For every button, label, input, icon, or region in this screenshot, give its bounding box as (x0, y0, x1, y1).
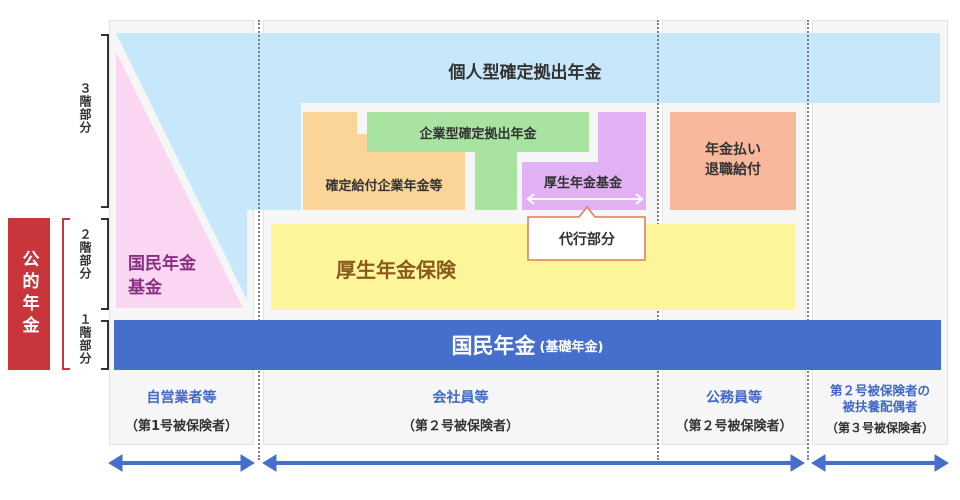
category-dependent-spouse-sub: （第３号被保険者） (825, 420, 934, 435)
category-public-servants: 公務員等 （第２号被保険者） (662, 380, 806, 440)
kosei-nenkin-label: 厚生年金保険 (336, 258, 456, 282)
tier2-label: ２階部分 (78, 228, 92, 280)
corporate-dc-shape-svg (367, 112, 589, 210)
range-arrows-svg (108, 454, 949, 472)
substitute-range-arrow (526, 193, 644, 205)
category-self-employed-title: 自営業者等 (146, 389, 217, 406)
ideco-label: 個人型確定拠出年金 (448, 62, 602, 83)
national-pension-fund-triangle (116, 52, 243, 308)
pension-fund-shape-svg (522, 112, 646, 210)
tier1-label: １階部分 (78, 313, 92, 365)
tier3-bracket (101, 34, 109, 208)
kokumin-nenkin-label-wrap: 国民年金 (基礎年金) (114, 320, 941, 370)
retirement-benefit-label: 年金払い 退職給付 (705, 142, 761, 178)
tier1-bracket (101, 320, 109, 370)
public-pension-bracket (62, 218, 70, 370)
divider-1 (258, 20, 260, 460)
range-arrow-employees (262, 454, 805, 472)
category-self-employed: 自営業者等 （第1号被保険者） (109, 380, 254, 440)
public-pension-label: 公的年金 (8, 218, 50, 370)
pension-fund-label: 厚生年金基金 (543, 175, 622, 191)
category-company-employees-title: 会社員等 (432, 389, 489, 406)
category-public-servants-sub: （第２号被保険者） (675, 418, 793, 434)
ideco-band (116, 33, 940, 300)
substitute-label: 代行部分 (559, 232, 615, 248)
tier3-label: ３階部分 (78, 82, 92, 134)
category-company-employees-sub: （第２号被保険者） (401, 418, 519, 434)
kokumin-nenkin-sub: (基礎年金) (539, 339, 604, 355)
kokumin-nenkin-bar (114, 320, 941, 370)
category-self-employed-sub: （第1号被保険者） (124, 418, 239, 434)
divider-3 (807, 20, 809, 460)
db-label: 確定給付企業年金等 (325, 178, 443, 194)
range-arrow-dependent-spouse (811, 454, 949, 472)
national-pension-fund-label: 国民年金 基金 (128, 254, 196, 298)
substitute-callout-svg (527, 205, 646, 261)
category-company-employees: 会社員等 （第２号被保険者） (263, 380, 658, 440)
retirement-benefit-block (670, 112, 796, 210)
tier2-bracket (101, 218, 109, 310)
category-dependent-spouse-title: 第２号被保険者の 被扶養配偶者 (829, 382, 930, 414)
corporate-dc-label: 企業型確定拠出年金 (419, 126, 537, 142)
category-dependent-spouse: 第２号被保険者の 被扶養配偶者 （第３号被保険者） (812, 374, 948, 444)
kokumin-nenkin-label: 国民年金 (451, 334, 536, 358)
range-arrow-self-employed (108, 454, 255, 472)
category-public-servants-title: 公務員等 (706, 389, 762, 406)
